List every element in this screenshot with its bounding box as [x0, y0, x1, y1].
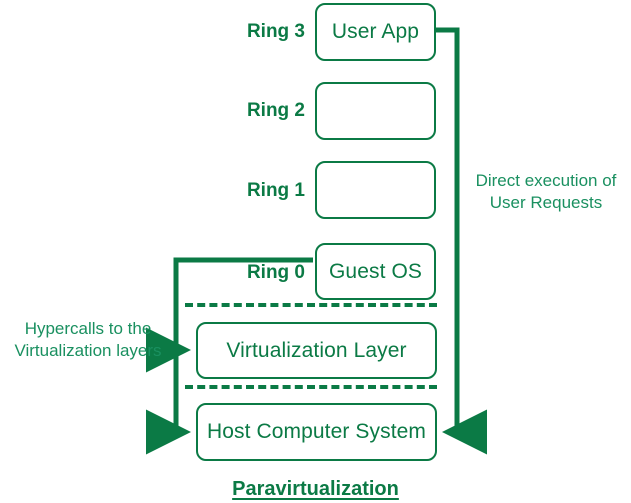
ring0-box-label: Guest OS [328, 259, 422, 283]
diagram-title: Paravirtualization [232, 478, 399, 500]
direct-execution-path [436, 27, 487, 455]
ring-label-2: Ring 2 [246, 100, 305, 121]
ring2-box[interactable] [315, 82, 436, 140]
hypercalls-annotation: Hypercalls to the Virtualization layers [14, 319, 162, 360]
virtualization-layer-box[interactable]: Virtualization Layer [196, 322, 437, 379]
ring3-box-label: User App [331, 20, 420, 43]
dashed-separator-upper [185, 303, 437, 307]
dashed-separator-lower [185, 385, 437, 389]
ring1-box[interactable] [315, 161, 436, 219]
host-computer-system-box[interactable]: Host Computer System [196, 403, 437, 461]
ring-label-0: Ring 0 [246, 262, 305, 283]
host-computer-system-label: Host Computer System [206, 420, 427, 443]
direct-execution-annotation: Direct execution of User Requests [475, 171, 617, 212]
virtualization-layer-label: Virtualization Layer [226, 338, 407, 362]
ring0-box-guest-os[interactable]: Guest OS [315, 243, 436, 300]
ring-label-1: Ring 1 [246, 180, 305, 201]
ring-label-3: Ring 3 [246, 21, 305, 42]
ring3-box-user-app[interactable]: User App [315, 3, 436, 61]
